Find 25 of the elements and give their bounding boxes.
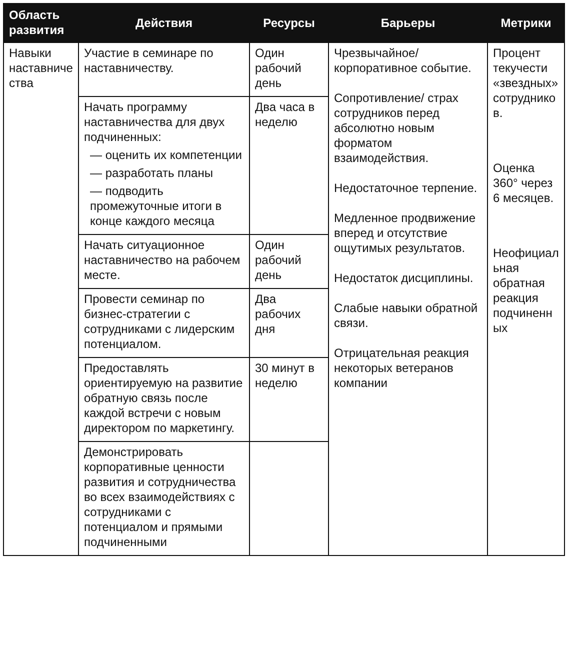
cell-text: Начать ситуационное наставничество на рабочем месте. [84,238,242,283]
cell-text: Один рабочий день [255,46,302,91]
cell-text: — разработать планы [89,166,214,181]
cell-text: Два рабочих дня [255,292,302,337]
cell-text: Демонстрировать корпоративные ценности развития и сотрудничества во всех взаимодействиях с сотрудниками с потенциалом и прямыми подчиненными [84,445,237,550]
cell-text: Предоставлять ориентируемую на развитие обратную связь после каждой встречи с новым директором по маркетингу. [84,361,244,436]
cell-text: Неофициальная обратная реакция подчиненных [493,246,559,336]
cell-text: Недостаточное терпение. [334,181,478,196]
cell-text: Провести семинар по бизнес-стратегии с сотрудниками с лидерским потенциалом. [84,292,236,352]
cell-text: Оценка 360° через 6 месяцев. [493,161,555,206]
cell-text: Недостаток дисциплины. [334,271,474,286]
cell-text: Начать программу наставничества для двух подчиненных: [84,100,226,145]
cell-text: Процент текучести «звездных» сотрудников. [493,46,559,121]
cell-text: 30 минут в неделю [255,361,316,391]
cell-text: Один рабочий день [255,238,302,283]
cell-text: — оценить их компетенции [89,148,243,163]
cell-text: — подводить промежуточные итоги в конце каждого месяца [89,184,223,229]
cell-text: Сопротивление/ страх сотрудников перед абсолютно новым форматом взаимодействия. [334,91,460,166]
cell-text: Два часа в неделю [255,100,316,130]
cell-text: Слабые навыки обратной связи. [334,301,479,331]
cell-text: Отрицательная реакция некоторых ветеранов компании [334,346,470,391]
cell-text: Участие в семинаре по наставничеству. [84,46,214,76]
cell-text: Медленное продвижение вперед и отсутствие ощутимых результатов. [334,211,477,256]
cell-text: Чрезвычайное/ корпоративное событие. [334,46,472,76]
cell-text: Навыки наставничества [9,46,73,91]
